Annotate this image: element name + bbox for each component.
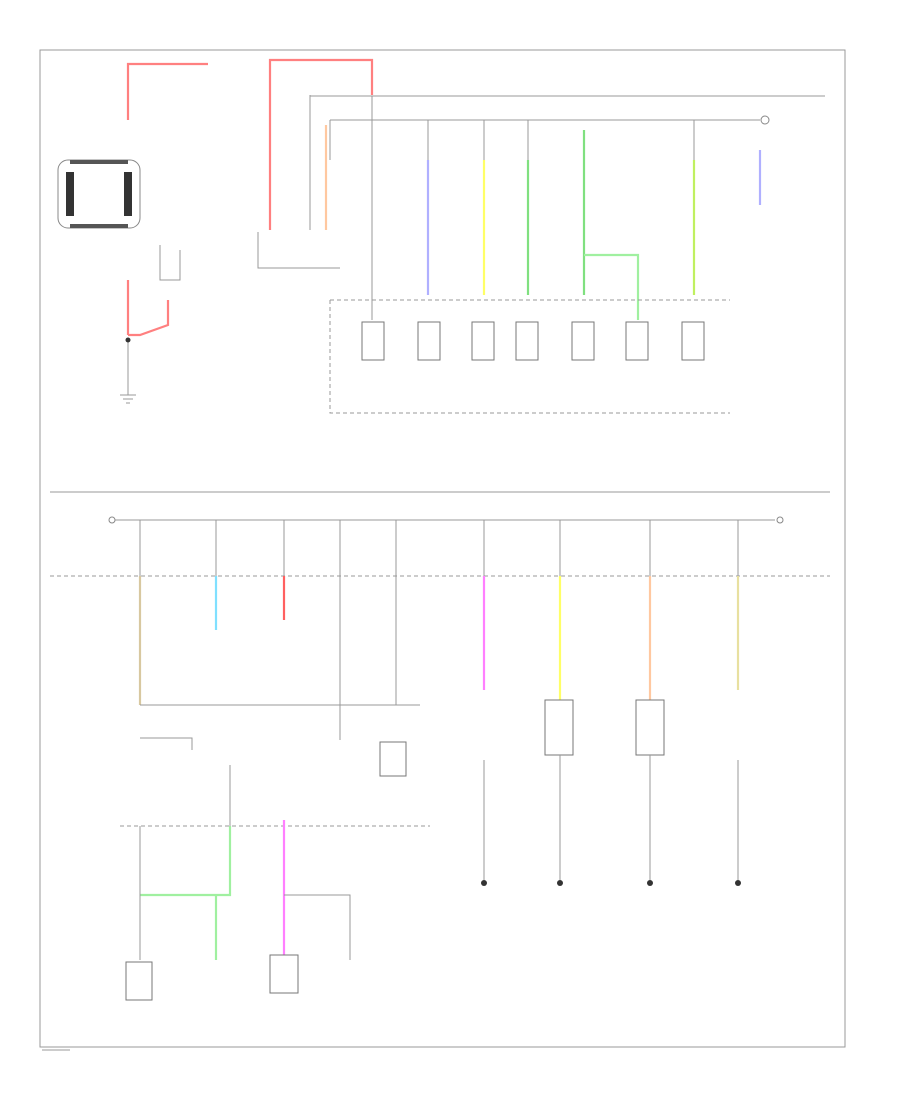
bottom-left-circuits (120, 737, 430, 1001)
middle-fuse-drops (138, 520, 740, 740)
top-fuse-drops (371, 96, 762, 320)
diagram-border (39, 49, 846, 1048)
middle-bus-bar (50, 491, 830, 577)
lower-right-grounds (481, 755, 741, 886)
top-bus-bar (310, 95, 825, 160)
battery-junction-box-top (329, 299, 730, 414)
generator-feed (257, 58, 374, 269)
battery-ground (120, 245, 181, 404)
middle-modules (379, 699, 665, 777)
battery-junction-top (57, 62, 208, 229)
